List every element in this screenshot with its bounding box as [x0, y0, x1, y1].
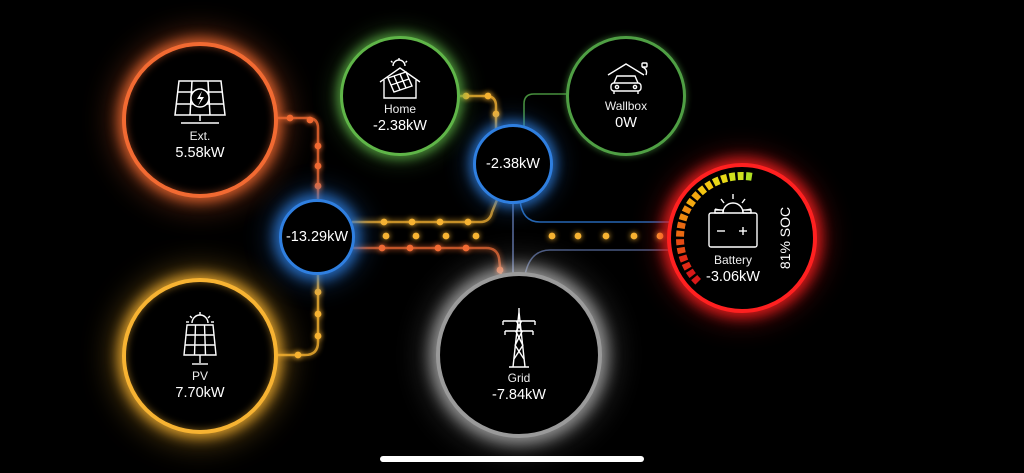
- ext-value: 5.58kW: [175, 145, 225, 161]
- home-value: -2.38kW: [373, 118, 427, 134]
- battery-node[interactable]: Battery -3.06kW 81% SOC: [667, 163, 817, 313]
- solar-panel-bolt-icon: [174, 80, 226, 124]
- ext-label: Ext.: [189, 129, 211, 143]
- home-flow-line: [456, 94, 498, 132]
- soc-segment: [681, 261, 692, 271]
- soc-segment: [676, 239, 685, 246]
- flow-dots: [286, 114, 504, 274]
- wallbox-label: Wallbox: [604, 99, 648, 113]
- soc-segment: [745, 172, 753, 181]
- battery-sun-icon: [708, 194, 758, 248]
- soc-segment: [697, 185, 708, 196]
- soc-segment: [720, 173, 728, 184]
- power-pylon-icon: [502, 308, 536, 368]
- soc-segment: [676, 246, 686, 255]
- grid-value: -7.84kW: [492, 387, 546, 403]
- pv-flow-line: [272, 270, 320, 357]
- hub2-battery-line: [519, 199, 672, 223]
- soc-segment: [711, 176, 721, 187]
- soc-gauge-ring: [676, 172, 753, 285]
- battery-label: Battery: [713, 253, 752, 267]
- main-hub-node[interactable]: -13.29kW: [279, 199, 355, 275]
- home-label: Home: [383, 102, 416, 116]
- soc-segment: [728, 172, 736, 182]
- pv-node[interactable]: PV 7.70kW: [122, 278, 278, 434]
- soc-segment: [691, 274, 701, 285]
- solar-panel-sun-icon: [183, 312, 217, 365]
- soc-segment: [737, 172, 744, 181]
- soc-segment: [691, 191, 702, 201]
- ev-car-icon: [607, 62, 648, 94]
- house-solar-icon: [379, 58, 421, 99]
- soc-segment: [686, 197, 696, 208]
- soc-segment: [704, 180, 714, 191]
- battery-value: -3.06kW: [706, 269, 760, 285]
- ext-node[interactable]: Ext. 5.58kW: [122, 42, 278, 198]
- wallbox-node[interactable]: Wallbox 0W: [566, 36, 686, 156]
- hub-battery-flow-top: [352, 199, 499, 224]
- soc-label: 81% SOC: [777, 206, 793, 270]
- hub-battery-flow-low: [352, 246, 503, 276]
- pv-label: PV: [191, 369, 208, 383]
- home-indicator-bar[interactable]: [380, 456, 644, 462]
- wallbox-flow-line: [523, 93, 570, 130]
- grid-node[interactable]: Grid -7.84kW: [436, 272, 602, 438]
- home-hub-node[interactable]: -2.38kW: [473, 124, 553, 204]
- soc-segment: [676, 230, 685, 237]
- pv-value: 7.70kW: [175, 385, 225, 401]
- main-hub-value: -13.29kW: [285, 229, 349, 245]
- home-node[interactable]: Home -2.38kW: [340, 36, 460, 156]
- soc-segment: [676, 221, 686, 229]
- soc-segment: [678, 254, 689, 263]
- soc-segment: [681, 205, 692, 215]
- home-hub-value: -2.38kW: [486, 156, 540, 172]
- wallbox-value: 0W: [615, 115, 637, 131]
- soc-segment: [678, 213, 689, 222]
- grid-battery-line: [524, 249, 672, 276]
- grid-label: Grid: [507, 371, 531, 385]
- soc-segment: [685, 268, 696, 278]
